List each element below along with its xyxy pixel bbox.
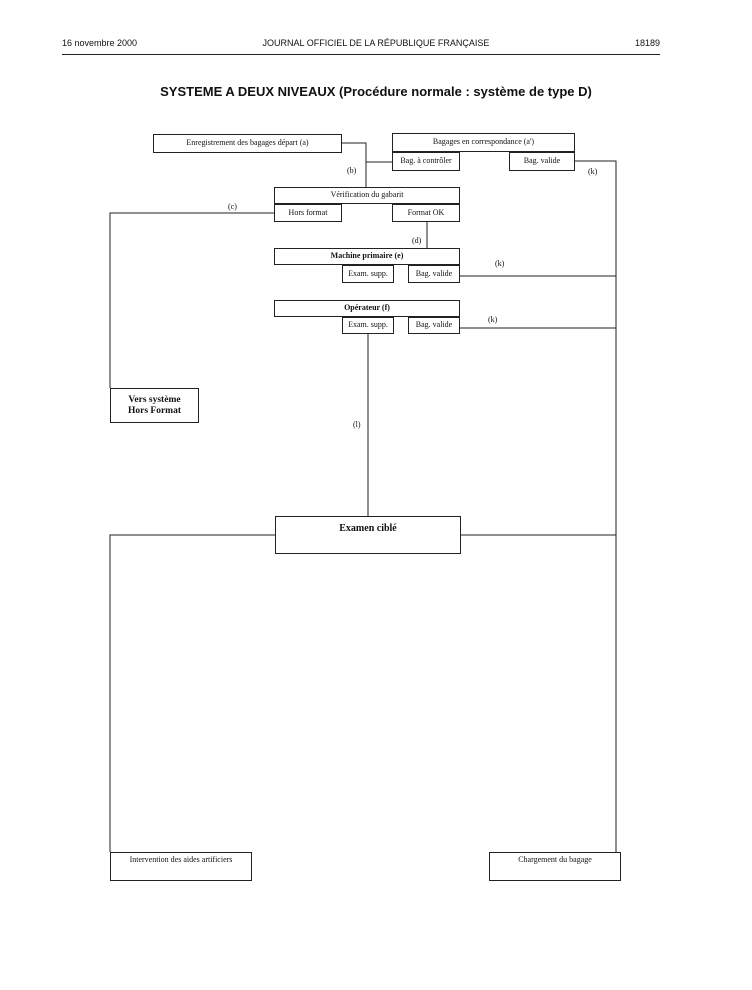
label-k-1: (k) (588, 167, 598, 176)
vers-systeme-line1: Vers système (128, 395, 181, 406)
box-operateur: Opérateur (f) (274, 300, 460, 317)
box-machine-primaire: Machine primaire (e) (274, 248, 460, 265)
box-exam-supp-1: Exam. supp. (342, 265, 394, 283)
box-bag-a-controler: Bag. à contrôler (392, 152, 460, 171)
page-title: SYSTEME A DEUX NIVEAUX (Procédure normal… (160, 84, 592, 99)
header-page-number: 18189 (634, 38, 660, 48)
header-date: 16 novembre 2000 (62, 38, 138, 48)
header-rule (62, 54, 660, 55)
header-journal: JOURNAL OFFICIEL DE LA RÉPUBLIQUE FRANÇA… (262, 38, 490, 48)
box-examen-cible: Examen ciblé (275, 516, 461, 554)
box-intervention: Intervention des aides artificiers (110, 852, 252, 881)
label-c: (c) (228, 202, 237, 211)
connector-c (109, 212, 274, 388)
connector-k-main (575, 160, 617, 852)
box-correspondance: Bagages en correspondance (a') (392, 133, 575, 152)
box-exam-supp-2: Exam. supp. (342, 317, 394, 334)
vers-systeme-line2: Hors Format (127, 405, 182, 416)
box-vers-systeme: Vers système Hors Format (110, 388, 199, 423)
box-bag-valide-2: Bag. valide (408, 265, 460, 283)
box-bag-valide-3: Bag. valide (408, 317, 460, 334)
box-verification: Vérification du gabarit (274, 187, 460, 204)
box-format-ok: Format OK (392, 204, 460, 222)
label-d: (d) (412, 236, 422, 245)
box-enregistrement: Enregistrement des bagages départ (a) (153, 134, 342, 153)
box-bag-valide-1: Bag. valide (509, 152, 575, 171)
label-l: (l) (353, 420, 361, 429)
connector-intervention (109, 534, 275, 852)
box-chargement: Chargement du bagage (489, 852, 621, 881)
label-k-2: (k) (495, 259, 505, 268)
label-b: (b) (347, 166, 357, 175)
box-hors-format: Hors format (274, 204, 342, 222)
connector-b (342, 142, 367, 187)
label-k-3: (k) (488, 315, 498, 324)
